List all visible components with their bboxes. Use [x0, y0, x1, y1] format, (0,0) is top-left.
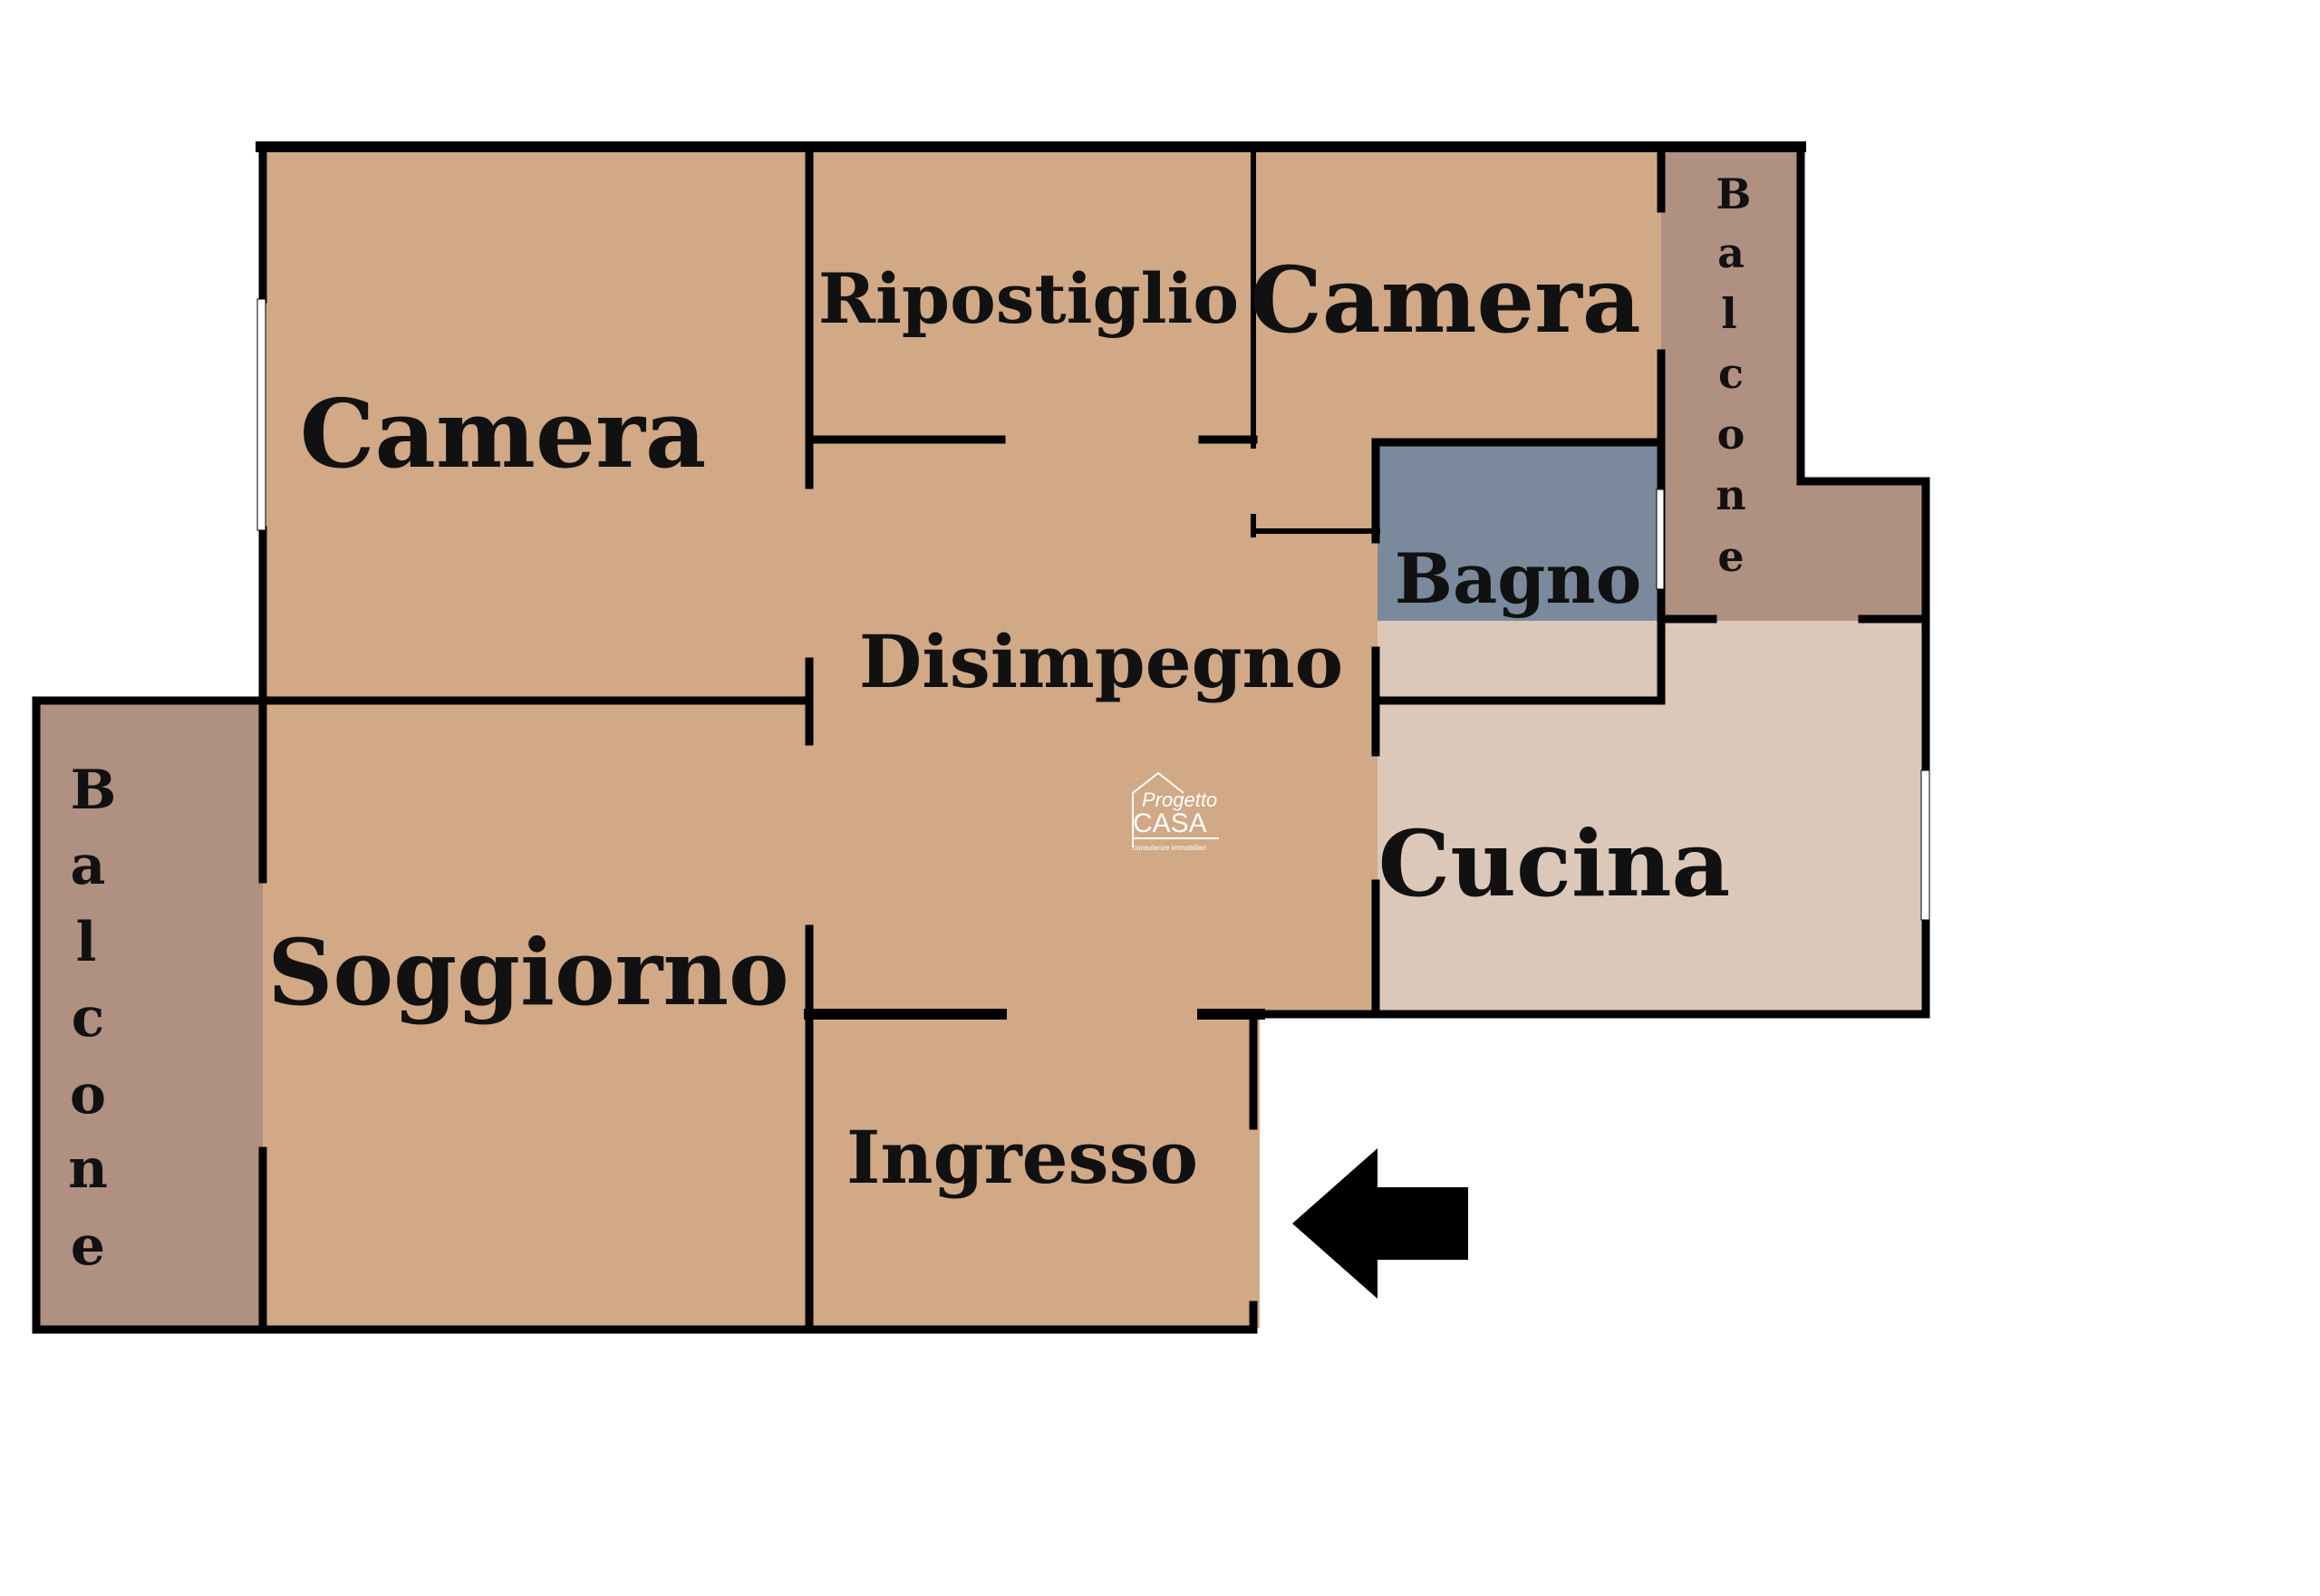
balcony-right-letter: n — [1716, 470, 1745, 519]
room-label-disimpegno: Disimpegno — [859, 619, 1343, 704]
arrow-left-icon — [1292, 1148, 1468, 1299]
balcony-left-letter: e — [71, 1214, 105, 1278]
room-label-soggiorno: Soggiorno — [267, 919, 789, 1026]
window-bath — [1656, 488, 1665, 590]
windows — [256, 298, 1930, 921]
house-icon — [1132, 771, 1184, 847]
balcony-right-letter: l — [1721, 289, 1736, 338]
room-label-cucina: Cucina — [1378, 810, 1731, 917]
logo-line1: Progetto — [1142, 788, 1217, 811]
window-kitchen — [1920, 769, 1930, 921]
balcony-left-letter: o — [70, 1063, 106, 1127]
balcony-right-letter: a — [1717, 228, 1745, 277]
walls — [32, 141, 1930, 1334]
balcony-left-letter: a — [71, 834, 106, 897]
balcony-right-letter: e — [1717, 532, 1744, 581]
room-labels: Camera Ripostiglio Camera Disimpegno Bag… — [267, 247, 1730, 1200]
balcony-right-letter: B — [1716, 169, 1752, 218]
balcony-right-letter: c — [1718, 349, 1744, 398]
room-label-camera-right: Camera — [1250, 247, 1640, 353]
balcony-label-left: B a l c o n e — [68, 759, 116, 1278]
balcony-right-letter: o — [1717, 410, 1745, 459]
logo-line3: consulenze immobiliari — [1133, 844, 1206, 852]
room-label-camera-left: Camera — [300, 378, 707, 489]
room-label-ripostiglio: Ripostiglio — [818, 258, 1239, 339]
room-label-ingresso: Ingresso — [846, 1115, 1198, 1200]
balcony-left-letter: l — [76, 911, 97, 974]
logo-watermark: Progetto CASA consulenze immobiliari — [1132, 771, 1219, 852]
room-label-bagno: Bagno — [1395, 538, 1642, 619]
room-fills — [38, 150, 1985, 1375]
balcony-left-fill — [38, 702, 263, 1328]
kitchen-fill — [1378, 621, 1926, 1011]
window-camera-left — [256, 298, 266, 531]
balcony-left-letter: c — [72, 986, 105, 1049]
balcony-left-letter: n — [68, 1137, 108, 1201]
balcony-label-right: B a l c o n e — [1716, 169, 1751, 581]
balcony-right-extension-fill — [1799, 483, 1926, 621]
logo-line2: CASA — [1133, 808, 1207, 838]
balcony-right-fill — [1661, 150, 1799, 621]
balcony-left-letter: B — [71, 759, 117, 822]
